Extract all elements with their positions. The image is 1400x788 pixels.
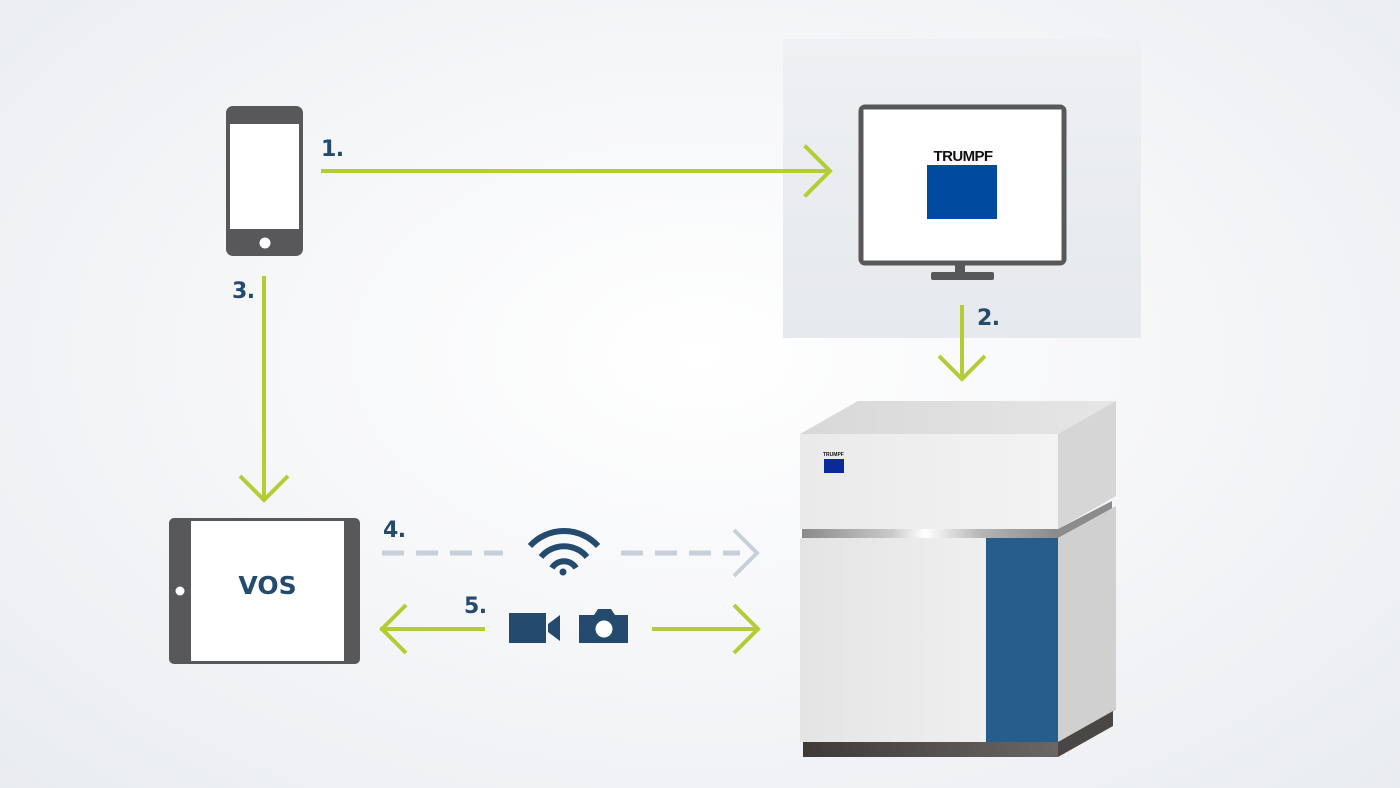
trumpf-logo-block (927, 165, 997, 219)
laser-machine-icon (800, 401, 1116, 757)
video-camera-icon (509, 613, 560, 643)
step-label-2: 2. (977, 306, 1000, 331)
arrow-step-5 (379, 603, 761, 655)
arrow-step-4-dashed (382, 528, 760, 578)
smartphone-icon (226, 106, 303, 256)
computer-brand-text: TRUMPF (933, 148, 993, 165)
arrow-step-3 (238, 276, 290, 503)
step-label-1: 1. (321, 137, 344, 162)
machine-brand-text: TRUMPF (823, 452, 844, 458)
tablet-icon (169, 518, 360, 664)
wifi-icon (527, 527, 601, 576)
arrow-step-2 (937, 305, 987, 382)
photo-camera-icon (579, 609, 628, 643)
computer-monitor-icon (858, 104, 1067, 280)
arrow-step-1 (321, 144, 833, 198)
step-label-5: 5. (464, 594, 487, 619)
tablet-vos-label: VOS (238, 571, 297, 600)
step-label-4: 4. (383, 518, 406, 543)
step-label-3: 3. (232, 279, 255, 304)
machine-trumpf-logo (824, 459, 844, 473)
